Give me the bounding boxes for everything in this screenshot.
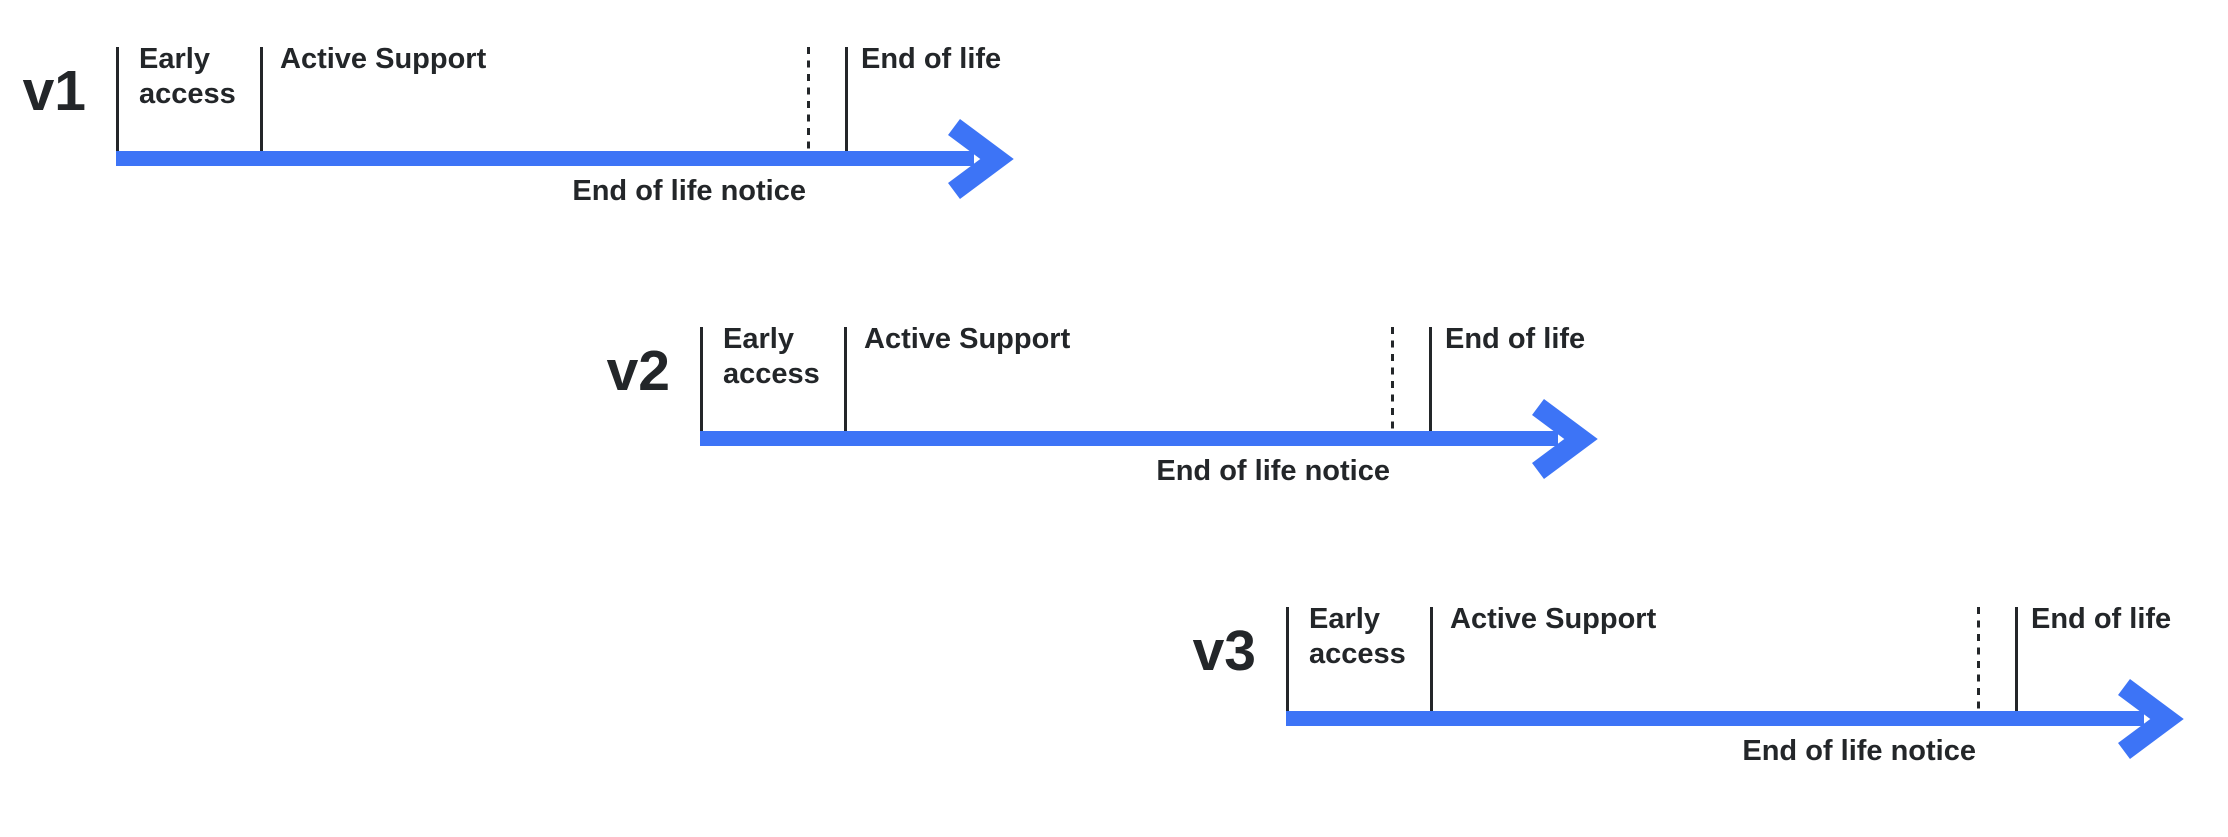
- eol-notice-tick-dashed: [807, 47, 810, 151]
- arrow-shaft: [116, 151, 974, 166]
- timeline-arrow: [116, 118, 1014, 200]
- arrow-head: [2118, 678, 2184, 760]
- active-support-tick: [844, 327, 847, 431]
- active-support-label: Active Support: [1450, 603, 1657, 635]
- end-of-life-tick: [845, 47, 848, 151]
- active-support-label: Active Support: [280, 43, 487, 75]
- end-of-life-tick: [1429, 327, 1432, 431]
- active-support-label: Active Support: [864, 323, 1071, 355]
- early-access-tick: [116, 47, 119, 151]
- end-of-life-label: End of life: [861, 43, 1002, 75]
- end-of-life-notice-label: End of life notice: [572, 175, 806, 207]
- timeline-v3: v3 Early access Active Support End of li…: [1193, 603, 2228, 837]
- end-of-life-label: End of life: [2031, 603, 2172, 635]
- active-support-tick: [1430, 607, 1433, 711]
- arrow-head: [948, 118, 1014, 200]
- end-of-life-label: End of life: [1445, 323, 1586, 355]
- arrow-shaft: [1286, 711, 2144, 726]
- active-support-tick: [260, 47, 263, 151]
- version-label: v1: [22, 59, 86, 123]
- eol-notice-tick-dashed: [1391, 327, 1394, 431]
- timeline-arrow: [1286, 678, 2184, 760]
- early-access-tick: [1286, 607, 1289, 711]
- arrow-shaft: [700, 431, 1558, 446]
- arrow-head: [1532, 398, 1598, 480]
- early-access-tick: [700, 327, 703, 431]
- end-of-life-tick: [2015, 607, 2018, 711]
- timeline-arrow: [700, 398, 1598, 480]
- early-access-label: Early access: [139, 43, 236, 110]
- end-of-life-notice-label: End of life notice: [1156, 455, 1390, 487]
- early-access-label: Early access: [1309, 603, 1406, 670]
- version-label: v2: [606, 339, 670, 403]
- end-of-life-notice-label: End of life notice: [1742, 735, 1976, 767]
- timeline-v2: v2 Early access Active Support End of li…: [607, 323, 1650, 557]
- eol-notice-tick-dashed: [1977, 607, 1980, 711]
- early-access-label: Early access: [723, 323, 820, 390]
- version-label: v3: [1192, 619, 1256, 683]
- timeline-v1: v1 Early access Active Support End of li…: [23, 43, 1066, 277]
